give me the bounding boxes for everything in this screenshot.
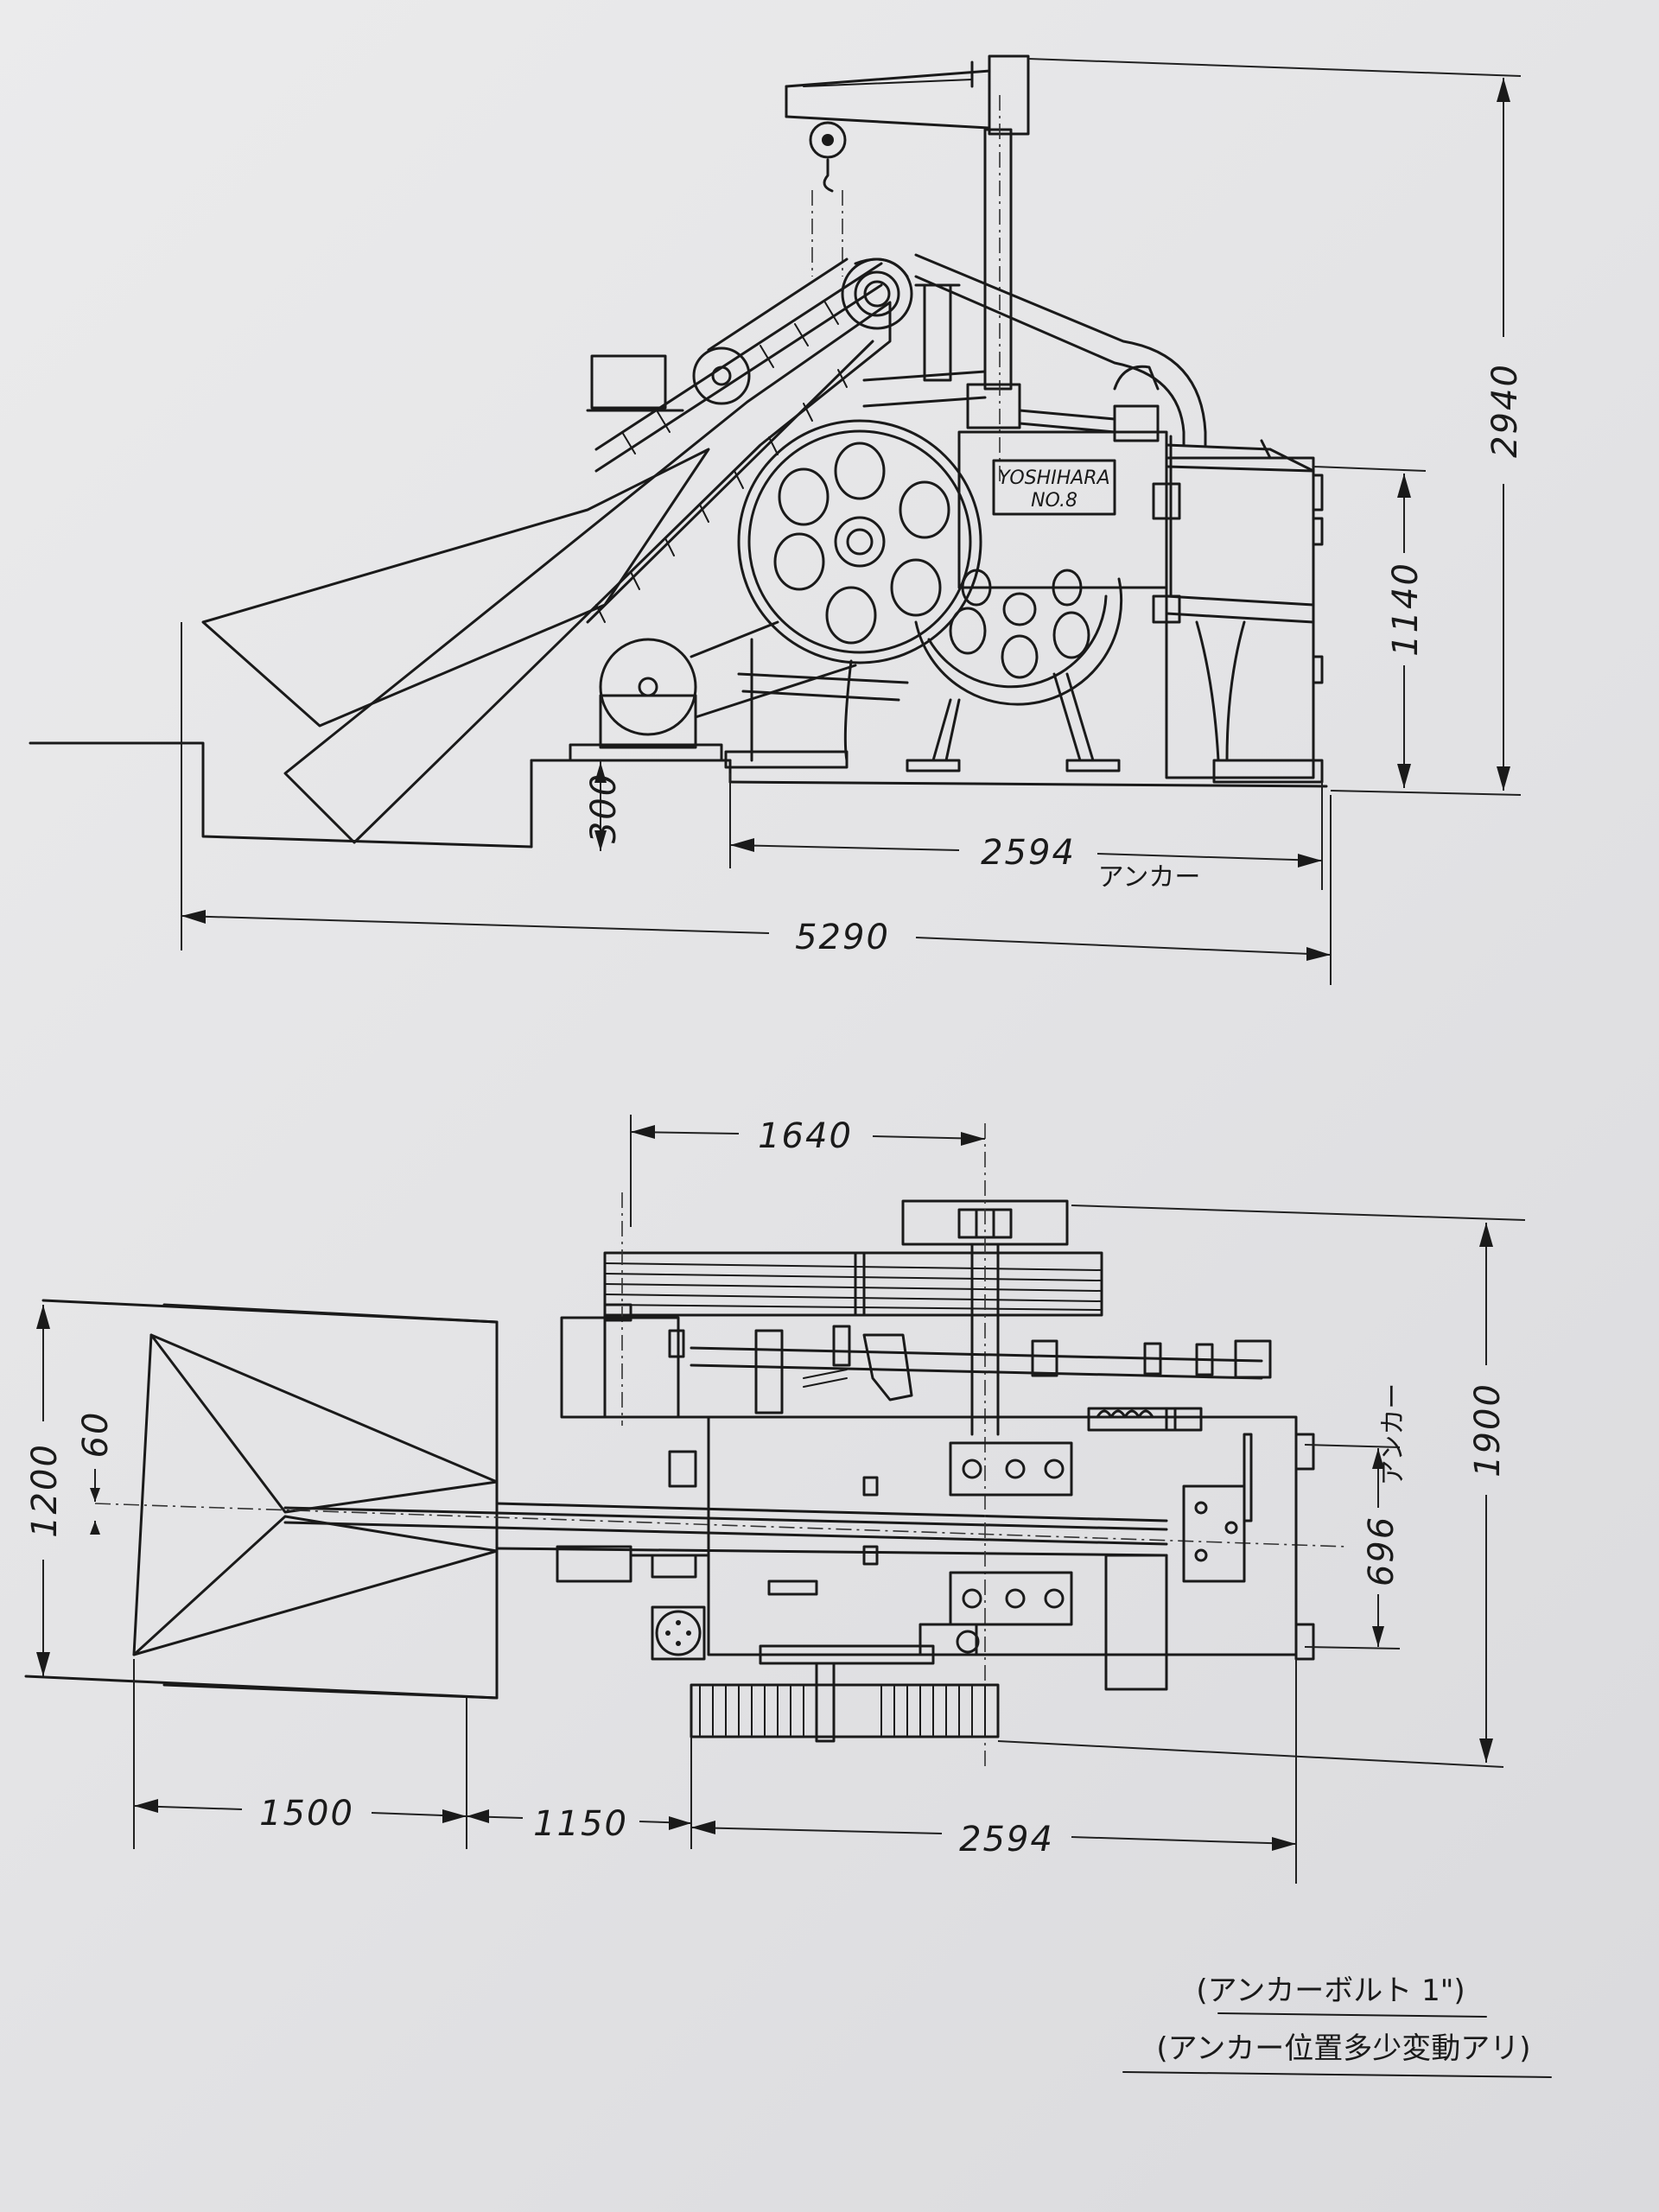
main-shaft: [690, 1325, 1272, 1414]
top-bearing: [901, 1123, 1069, 1771]
dim-anchor-label-plan: アンカー: [1378, 1383, 1408, 1486]
main-flywheel: [737, 419, 982, 664]
main-frame: [862, 253, 1324, 779]
nameplate-line1: YOSHIHARA: [998, 467, 1109, 489]
dim-label-60: 60: [76, 1411, 116, 1459]
dim-label-300: 300: [584, 772, 624, 843]
dim-anchor-length: 2594 アンカー: [729, 773, 1323, 893]
hopper: [24, 1299, 1349, 1700]
dim-top-width: 1640: [630, 1115, 986, 1227]
flywheel-plan: [603, 1192, 1103, 1426]
dim-label-1200: 1200: [25, 1443, 65, 1538]
note-anchor-bolt: (アンカーボルト 1"): [1196, 1974, 1465, 2008]
ground-line: [29, 741, 1328, 849]
gear-wheel: [914, 569, 1123, 706]
dim-hopper-width: 1200: [25, 1305, 65, 1676]
dim-label-1140: 1140: [1386, 562, 1426, 657]
dim-label-1150: 1150: [533, 1804, 628, 1844]
hoist-crane: [785, 54, 1030, 484]
dim-label-1640: 1640: [758, 1116, 853, 1156]
dim-plan-lengths: 1500 1150 2594: [133, 1659, 1297, 1884]
dim-label-2594-plan: 2594: [959, 1820, 1054, 1859]
dim-offset: 60: [76, 1411, 116, 1535]
dim-label-1500: 1500: [259, 1794, 354, 1834]
anchor-notes: (アンカーボルト 1") (アンカー位置多少変動アリ): [1122, 1974, 1552, 2078]
frame-legs: [724, 620, 1324, 784]
dim-label-2594-side: 2594: [981, 833, 1076, 873]
dim-anchor-label-side: アンカー: [1098, 862, 1201, 893]
inclined-conveyor: [201, 257, 913, 844]
dim-total-width: 1900: [997, 1205, 1526, 1768]
small-disc: [651, 1605, 706, 1661]
motor-block: [560, 1303, 685, 1419]
dim-label-1900: 1900: [1468, 1382, 1508, 1478]
dim-label-5290: 5290: [795, 918, 890, 957]
dim-body-height: 1140: [1313, 466, 1427, 788]
motor-pulley: [569, 620, 857, 762]
bottom-gear: [690, 1623, 1000, 1743]
nameplate: YOSHIHARA NO.8: [992, 459, 1116, 516]
note-anchor-position: (アンカー位置多少変動アリ): [1156, 2031, 1530, 2066]
plan-view: 1640 1900 696 アンカー: [24, 1115, 1526, 1884]
dim-base-height: 300: [584, 760, 624, 851]
dim-anchor-spacing: 696 アンカー: [1304, 1383, 1408, 1649]
body-plan: [556, 1407, 1315, 1691]
side-elevation-view: YOSHIHARA NO.8: [29, 54, 1525, 985]
dim-label-696: 696: [1362, 1516, 1402, 1586]
nameplate-line2: NO.8: [1031, 490, 1077, 512]
dim-overall-length: 5290: [181, 622, 1332, 985]
dim-label-2940: 2940: [1485, 363, 1525, 458]
dim-total-height: 2940: [1027, 58, 1525, 796]
